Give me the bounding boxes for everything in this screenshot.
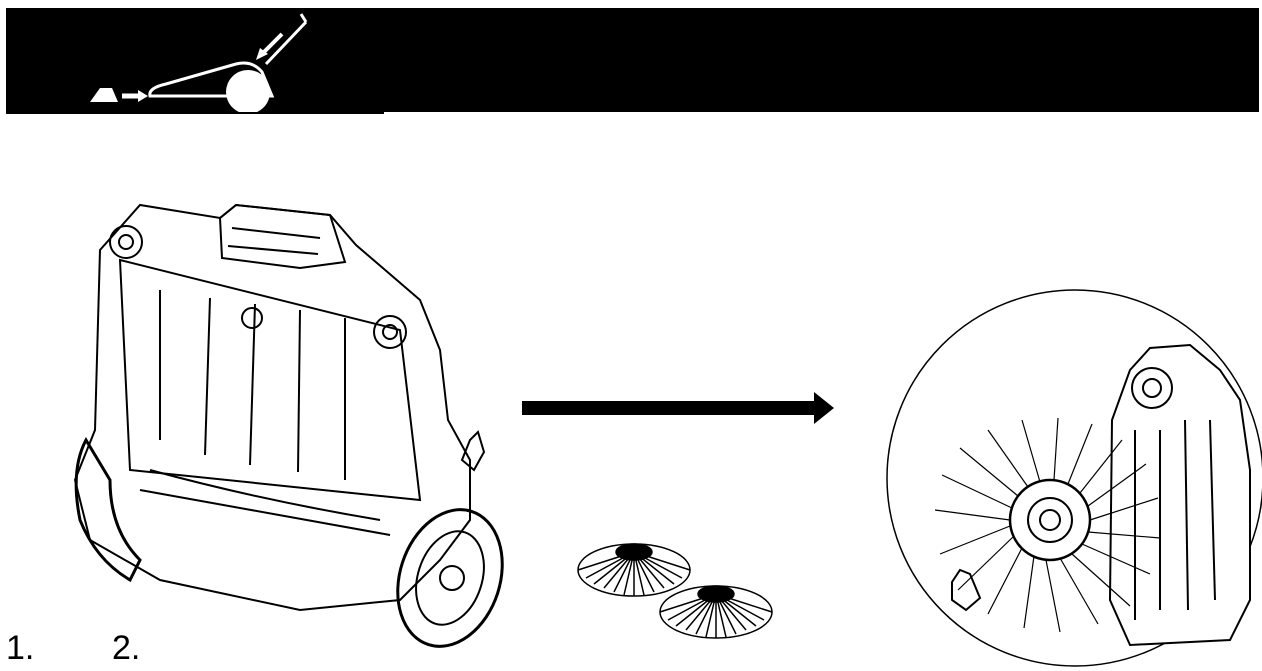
step-number-1: 1. <box>6 629 35 667</box>
header-banner <box>6 8 1259 112</box>
brush-mounted-detail-icon <box>886 289 1262 667</box>
banner-underline <box>6 112 384 114</box>
robot-docking-icon <box>90 13 308 112</box>
arrow-right-icon <box>522 392 834 424</box>
pool-robot-underside-icon <box>73 203 504 648</box>
step-number-2: 2. <box>112 629 141 667</box>
side-brush-pair-icon <box>577 543 773 639</box>
